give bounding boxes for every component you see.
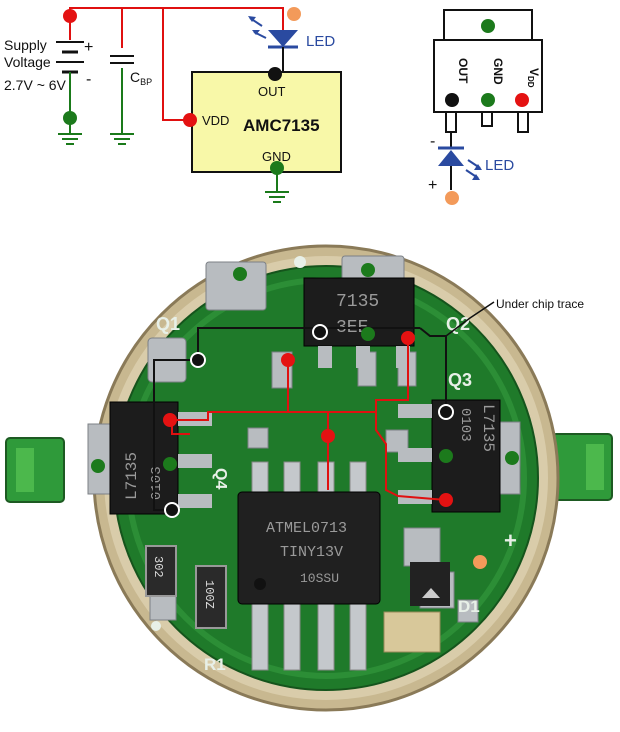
chip-name: AMC7135 bbox=[243, 116, 320, 135]
resistor-302-label: 302 bbox=[151, 556, 165, 578]
pkg-led-minus: - bbox=[430, 133, 435, 150]
ground-symbol-cap bbox=[110, 133, 134, 145]
supply-label-2: Voltage bbox=[4, 54, 51, 70]
package-pinout: OUT GND VDD - + LED bbox=[428, 9, 543, 205]
chip-q2-marking: 7135 bbox=[336, 292, 379, 312]
led-label: LED bbox=[306, 33, 335, 50]
pcb-board: 7135 3EE L7135 0103 L7135 0103 bbox=[5, 244, 613, 712]
ref-q3: Q3 bbox=[448, 370, 472, 390]
under-chip-trace-label: Under chip trace bbox=[496, 297, 584, 311]
pin-gnd-leg bbox=[481, 111, 493, 127]
plus-mark: + bbox=[504, 528, 517, 553]
ref-q1: Q1 bbox=[156, 314, 180, 334]
chip-right-marking-2: 0103 bbox=[457, 408, 473, 442]
schematic: + - CBP Supply Voltage 2.7V ~ 6V bbox=[4, 7, 342, 203]
chip-left-marking-2: 0103 bbox=[149, 466, 165, 500]
board-dots bbox=[91, 263, 519, 569]
led-symbol bbox=[248, 16, 298, 72]
battery-plus-label: + bbox=[84, 39, 93, 56]
ground-symbol-battery bbox=[58, 133, 82, 145]
pkg-gnd-dot bbox=[481, 93, 495, 107]
pin-out-label: OUT bbox=[258, 84, 286, 99]
pin-gnd-label: GND bbox=[262, 149, 291, 164]
mcu-marking-3: 10SSU bbox=[300, 571, 339, 586]
under-chip-trace-pointer bbox=[445, 301, 495, 337]
resistor-100z bbox=[195, 565, 227, 629]
ref-q2: Q2 bbox=[446, 314, 470, 334]
dot-battery-ground bbox=[63, 111, 77, 125]
pkg-out-dot bbox=[445, 93, 459, 107]
dot-chip-ground bbox=[270, 161, 284, 175]
vdd-wire bbox=[69, 7, 284, 36]
pin-vdd-label: VDD bbox=[202, 113, 229, 128]
mcu-marking-1: ATMEL0713 bbox=[266, 520, 347, 537]
pkg-led-symbol bbox=[438, 146, 482, 190]
dot-vdd-pin bbox=[183, 113, 197, 127]
red-traces bbox=[171, 338, 447, 501]
battery-symbol bbox=[56, 41, 84, 74]
resistor-302 bbox=[145, 545, 177, 597]
ref-d1: D1 bbox=[458, 597, 480, 616]
ref-r1: R1 bbox=[204, 655, 226, 674]
vdd-wire-to-chip bbox=[122, 7, 192, 121]
pkg-tab-gnd-dot bbox=[481, 19, 495, 33]
pkg-vdd-label: VDD bbox=[526, 68, 541, 88]
pkg-led-plus: + bbox=[428, 177, 437, 194]
ground-symbol-chip bbox=[265, 191, 289, 203]
mcu-legs bbox=[251, 461, 367, 671]
mcu-marking-2: TINY13V bbox=[280, 544, 343, 561]
pkg-gnd-label: GND bbox=[491, 58, 505, 85]
dot-supply-plus bbox=[63, 9, 77, 23]
chip-left-marking: L7135 bbox=[123, 452, 141, 500]
chip-right-marking: L7135 bbox=[479, 404, 497, 452]
resistor-100z-label: 100Z bbox=[202, 580, 216, 609]
pin-out-leg bbox=[445, 111, 457, 133]
pin-vdd-leg bbox=[517, 111, 529, 133]
diode-d1 bbox=[410, 562, 450, 606]
ref-q4: Q4 bbox=[212, 468, 229, 489]
mcu-chip bbox=[237, 491, 381, 605]
cap-label: CBP bbox=[130, 69, 152, 87]
dot-led-anode bbox=[287, 7, 301, 21]
supply-range: 2.7V ~ 6V bbox=[4, 77, 67, 93]
pkg-out-label: OUT bbox=[456, 58, 470, 84]
dot-out-pin bbox=[268, 67, 282, 81]
pcb-tab-left bbox=[5, 437, 65, 503]
supply-label: Supply bbox=[4, 37, 47, 53]
bypass-capacitor-symbol bbox=[110, 55, 134, 64]
battery-minus-label: - bbox=[86, 71, 91, 88]
cap-component bbox=[383, 611, 441, 653]
pkg-led-label: LED bbox=[485, 157, 514, 174]
pkg-led-anode-dot bbox=[445, 191, 459, 205]
pkg-vdd-dot bbox=[515, 93, 529, 107]
